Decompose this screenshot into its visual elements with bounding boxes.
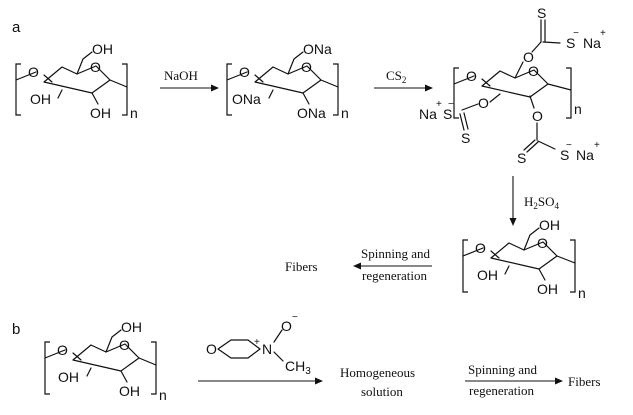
atom-ona-c2: ONa — [232, 91, 261, 107]
spinning-a-line2: regeneration — [362, 268, 427, 283]
alkali-cellulose-structure: O ONa O ONa ONa n — [226, 41, 349, 121]
atom-s-thione-top: S — [537, 5, 546, 21]
atom-oh-c6-4: OH — [539, 217, 560, 233]
fibers-b: Fibers — [568, 374, 601, 389]
atom-oh-c6-b: OH — [121, 319, 142, 335]
atom-o-ring-3: O — [528, 63, 539, 79]
atom-o-ring-b: O — [119, 337, 130, 353]
charge-minus-bottom: − — [566, 140, 572, 151]
arrow-spinning-a: Spinning and regeneration — [353, 246, 432, 283]
atom-o-ring: O — [90, 59, 101, 75]
atom-oh-c2-4: OH — [477, 267, 498, 283]
atom-o-xanthate-c6: O — [523, 49, 534, 65]
repeat-n-b: n — [159, 387, 167, 403]
atom-o-morpholine: O — [206, 341, 217, 357]
atom-oh-c2: OH — [30, 91, 51, 107]
atom-o-glycosidic-b: O — [57, 342, 68, 358]
atom-o-ring-4: O — [537, 235, 548, 251]
reagent-h2so4: H2SO4 — [524, 194, 560, 211]
atom-oh-c3-b: OH — [119, 383, 140, 399]
charge-plus-left: + — [436, 99, 442, 110]
fibers-a: Fibers — [285, 259, 318, 274]
reagent-naoh: NaOH — [164, 68, 198, 83]
arrow-spinning-b: Spinning and regeneration — [465, 362, 563, 398]
charge-minus-top: − — [573, 28, 579, 39]
cellulose-structure-b: O OH O OH OH n — [44, 319, 167, 403]
charge-plus-top: + — [600, 28, 606, 39]
atom-ona-c3: ONa — [297, 105, 326, 121]
spinning-a-line1: Spinning and — [361, 246, 430, 261]
spinning-b-line2: regeneration — [469, 383, 534, 398]
arrow-h2so4: H2SO4 — [509, 176, 560, 226]
atom-s-thiolate-bottom: S — [560, 147, 569, 163]
cellulose-structure-1: O OH O OH OH n — [15, 41, 138, 121]
repeat-n-3: n — [574, 101, 582, 117]
methyl-group: CH3 — [285, 358, 311, 377]
atom-o-glycosidic-3: O — [466, 68, 477, 84]
atom-na-bottom: Na — [576, 147, 594, 163]
arrow-nmmo — [198, 377, 323, 385]
repeat-n-4: n — [578, 285, 586, 301]
atom-o-oxide: O — [281, 318, 292, 334]
panel-a-label: a — [12, 19, 21, 36]
atom-o-xanthate-c3: O — [532, 108, 543, 124]
atom-o-xanthate-c2: O — [478, 95, 489, 111]
atom-oh-c3-4: OH — [537, 281, 558, 297]
atom-oh-c6: OH — [92, 41, 113, 57]
charge-minus-left: − — [448, 99, 454, 110]
arrow-naoh: NaOH — [160, 68, 219, 92]
atom-oh-c3: OH — [90, 105, 111, 121]
atom-na-top: Na — [583, 35, 601, 51]
atom-o-ring-2: O — [301, 59, 312, 75]
charge-plus-n: + — [254, 337, 260, 348]
nmmo-structure: O N + O − CH3 — [206, 312, 311, 377]
atom-na-left: Na — [419, 106, 437, 122]
charge-plus-bottom: + — [594, 140, 600, 151]
atom-s-thione-bottom: S — [517, 150, 526, 166]
atom-o-glycosidic-2: O — [239, 64, 250, 80]
arrow-cs2: CS2 — [374, 68, 433, 92]
reagent-cs2: CS2 — [386, 68, 406, 85]
atom-n-morpholine: N — [262, 341, 272, 357]
homogeneous-line1: Homogeneous — [340, 365, 415, 380]
atom-s-thiolate-top: S — [566, 35, 575, 51]
atom-s-thione-left: S — [461, 130, 470, 146]
homogeneous-line2: solution — [361, 384, 403, 399]
regenerated-cellulose-structure: O OH O OH OH n — [462, 217, 586, 301]
repeat-n-2: n — [341, 105, 349, 121]
atom-s-thiolate-left: S — [443, 106, 452, 122]
atom-o-glycosidic-4: O — [475, 240, 486, 256]
panel-b-label: b — [12, 321, 20, 338]
cellulose-xanthate-structure: O O O S S − Na + O S Na + S − O S S − Na — [419, 5, 606, 166]
atom-o-glycosidic: O — [28, 64, 39, 80]
spinning-b-line1: Spinning and — [468, 362, 537, 377]
charge-minus-o: − — [292, 312, 298, 323]
repeat-n: n — [130, 105, 138, 121]
atom-ona-c6: ONa — [303, 41, 332, 57]
atom-oh-c2-b: OH — [58, 369, 79, 385]
